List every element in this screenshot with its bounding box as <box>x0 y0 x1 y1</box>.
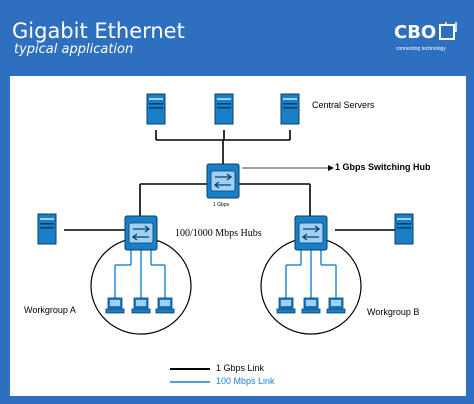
central-server-3-icon <box>280 93 300 125</box>
workstation-a3-icon <box>155 297 175 314</box>
legend-gbps-label: 1 Gbps Link <box>216 363 265 373</box>
hub-pointer-arrow <box>242 165 334 171</box>
workstation-a2-icon <box>131 297 151 314</box>
hub-a-icon <box>124 215 158 251</box>
company-logo: CBO connecting technology <box>394 22 470 62</box>
hubs-label: 100/1000 Mbps Hubs <box>175 228 262 239</box>
diagram-svg <box>37 93 414 383</box>
workgroup-a-label: Workgroup A <box>24 305 76 315</box>
central-servers-label: Central Servers <box>312 100 375 110</box>
workgroup-b-label: Workgroup B <box>367 307 420 317</box>
hub-b-icon <box>294 215 328 251</box>
logo-name: CBO <box>394 22 437 43</box>
mbps-links <box>114 250 337 298</box>
network-diagram: Central Servers 1 Gbps Switching Hub 1 G… <box>10 76 466 396</box>
left-server-icon <box>37 213 57 245</box>
gbps-links <box>64 130 395 231</box>
legend-mbps-label: 100 Mbps Link <box>216 376 275 386</box>
switching-hub-label: 1 Gbps Switching Hub <box>335 162 431 172</box>
central-server-2-icon <box>214 93 234 125</box>
workstation-b1-icon <box>276 297 296 314</box>
switching-hub-icon <box>206 163 240 199</box>
header-subtitle: typical application <box>14 42 134 57</box>
central-server-1-icon <box>146 93 166 125</box>
workstation-b2-icon <box>301 297 321 314</box>
right-server-icon <box>394 213 414 245</box>
header-title: Gigabit Ethernet <box>12 19 185 43</box>
logo-box-icon <box>439 22 457 40</box>
workstation-b3-icon <box>326 297 346 314</box>
workstation-a1-icon <box>105 297 125 314</box>
switching-hub-small-label: 1 Gbps <box>213 202 230 208</box>
logo-tagline: connecting technology <box>396 46 446 52</box>
